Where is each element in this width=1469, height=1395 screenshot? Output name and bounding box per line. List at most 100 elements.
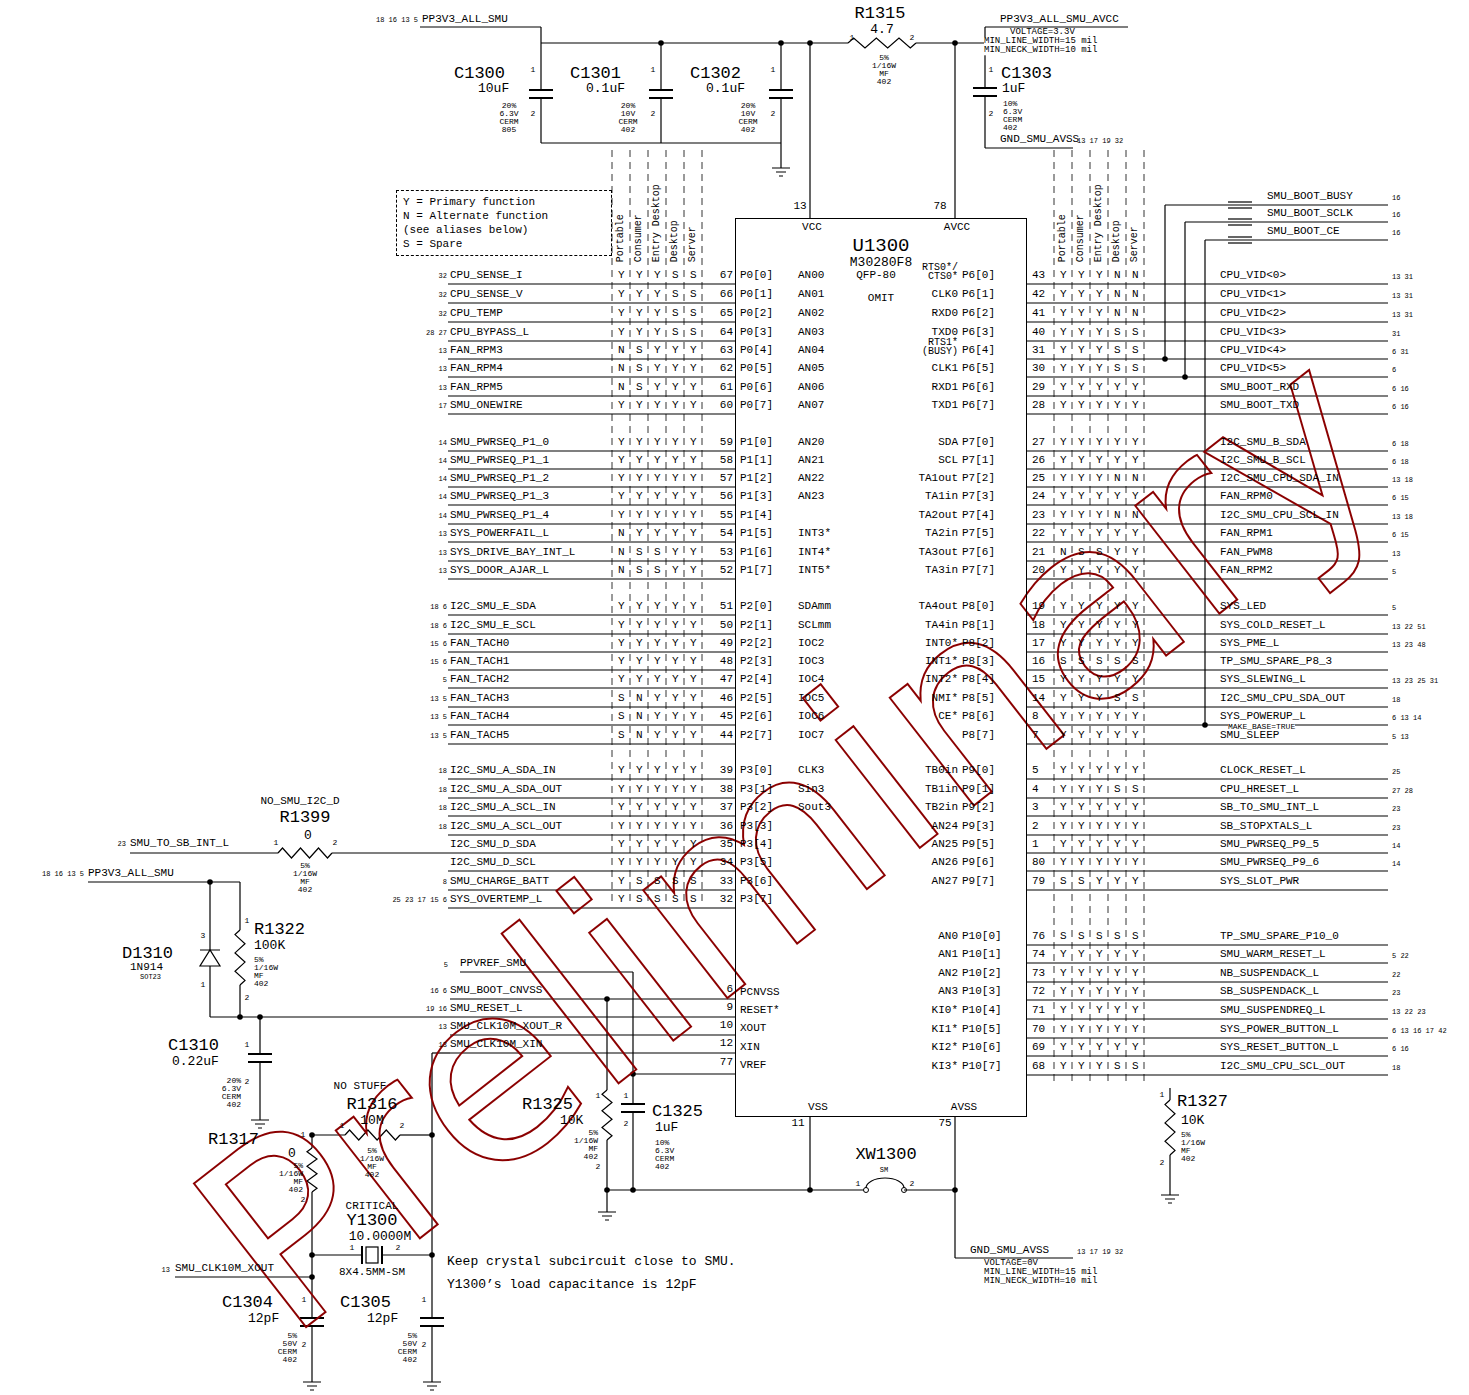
junction-dot: [807, 1187, 813, 1193]
pin-number: 2: [245, 994, 250, 1002]
wire: [1027, 797, 1388, 798]
wire: [239, 882, 240, 930]
wire: [400, 1134, 432, 1135]
signal-label: 1N914: [130, 962, 163, 974]
signal-label: 12: [720, 1038, 733, 1050]
part-title: QFP-80: [856, 270, 896, 281]
wire: [332, 852, 448, 853]
wire: [448, 651, 735, 652]
pin-function: TA1out: [918, 473, 958, 485]
pin-name: P10[1]: [962, 949, 1002, 961]
pin-function: IOC3: [798, 656, 824, 668]
note: Y1300’s load capacitance is 12pF: [447, 1278, 697, 1292]
wire: [448, 870, 735, 871]
pin-number: 3: [1032, 802, 1039, 814]
legend-entry: Y = Primary function: [403, 195, 568, 209]
wire: [541, 142, 781, 143]
pin-number: 59: [720, 437, 733, 449]
diode-symbol: [200, 950, 220, 966]
pin-function: AN06: [798, 382, 824, 394]
part-name: C1310: [168, 1037, 219, 1055]
wire: [916, 42, 985, 43]
pin-name: P0[3]: [740, 327, 773, 339]
capacitor-symbol: [769, 90, 793, 98]
pin-name: P3[3]: [740, 821, 773, 833]
function-flags: Y Y Y Y Y: [618, 674, 699, 686]
wire: [984, 27, 985, 88]
pin-name: P8[0]: [962, 601, 995, 613]
pin-number: 1: [651, 66, 656, 74]
signal-name: SMU_PWRSEQ_P9_5: [1220, 839, 1319, 851]
pin-function: TB1in: [925, 784, 958, 796]
pin-function: INT0*: [925, 638, 958, 650]
wire: [540, 27, 541, 43]
function-flags: Y Y Y S S: [1060, 363, 1141, 375]
pin-name: P9[5]: [962, 839, 995, 851]
sheet-ref: 13 18: [1392, 477, 1413, 484]
pin-function: AN27: [932, 876, 958, 888]
signal-label: SMU_TO_SB_INT_L: [130, 838, 229, 850]
signal-name: SMU_PWRSEQ_P1_3: [450, 491, 549, 503]
capacitor-symbol: [973, 88, 997, 96]
signal-name: CPU_VID<0>: [1220, 270, 1286, 282]
part-name: C1325: [652, 1103, 703, 1121]
pin-number: 76: [1032, 931, 1045, 943]
function-flags: N S Y Y Y: [618, 345, 699, 357]
function-flags: S S S S S: [1060, 656, 1141, 668]
wire: [448, 302, 735, 303]
pin-number: 25: [1032, 473, 1045, 485]
signal-label: PCNVSS: [740, 987, 780, 999]
part-name: D1310: [122, 945, 173, 963]
pin-name: P10[0]: [962, 931, 1002, 943]
pin-number: 1: [1160, 1091, 1165, 1099]
pin-name: P6[4]: [962, 345, 995, 357]
function-flags: Y Y Y S S: [1060, 693, 1141, 705]
sheet-ref: 22: [1392, 972, 1400, 979]
wire: [1027, 302, 1388, 303]
pin-function: RXD0: [932, 308, 958, 320]
part-name: C1300: [454, 65, 505, 83]
pin-name: P8[5]: [962, 693, 995, 705]
wire: [1027, 706, 1388, 707]
signal-name: SMU_ONEWIRE: [450, 400, 523, 412]
pin-function: INT4*: [798, 547, 831, 559]
signal-label: 75: [938, 1118, 951, 1130]
wire: [607, 1189, 866, 1190]
pin-function: Sout3: [798, 802, 831, 814]
signal-name: SMU_PWRSEQ_P1_1: [450, 455, 549, 467]
wire: [1027, 1055, 1388, 1056]
sheet-ref: 18 16 13 5: [42, 871, 84, 878]
function-flags: Y Y Y S S: [1060, 784, 1141, 796]
wire: [1027, 614, 1388, 615]
pin-number: 2: [910, 34, 915, 42]
pin-function: AN20: [798, 437, 824, 449]
wire: [460, 971, 633, 972]
pin-name: P3[7]: [740, 894, 773, 906]
wire: [1027, 1037, 1388, 1038]
wire: [311, 1135, 312, 1148]
sheet-ref: 6 18: [1392, 459, 1409, 466]
pin-number: 2: [624, 1120, 629, 1128]
pin-number: 37: [720, 802, 733, 814]
part-spec: 10% 6.3V CERM 402: [655, 1139, 674, 1171]
wire: [632, 972, 633, 1104]
pin-function: INT5*: [798, 565, 831, 577]
function-flags: Y Y Y Y Y: [1060, 802, 1141, 814]
signal-name: SYS_LED: [1220, 601, 1266, 613]
wire: [1027, 778, 1388, 779]
pin-function: TA4in: [925, 620, 958, 632]
pin-number: 1: [340, 1122, 345, 1130]
function-flags: N S Y Y Y: [618, 382, 699, 394]
wire: [1027, 889, 1388, 890]
part-value: 10M: [360, 1114, 383, 1128]
part-spec: 5% 1/16W MF 402: [293, 862, 317, 894]
wire: [780, 143, 781, 168]
pin-name: P7[4]: [962, 510, 995, 522]
wire: [431, 1326, 432, 1382]
wire: [1169, 1088, 1170, 1100]
column-header: Server: [1130, 226, 1141, 262]
sheet-ref: 6 31: [1392, 349, 1409, 356]
part-value: 12pF: [248, 1312, 279, 1326]
pin-number: 79: [1032, 876, 1045, 888]
sheet-ref: 13: [439, 385, 447, 392]
